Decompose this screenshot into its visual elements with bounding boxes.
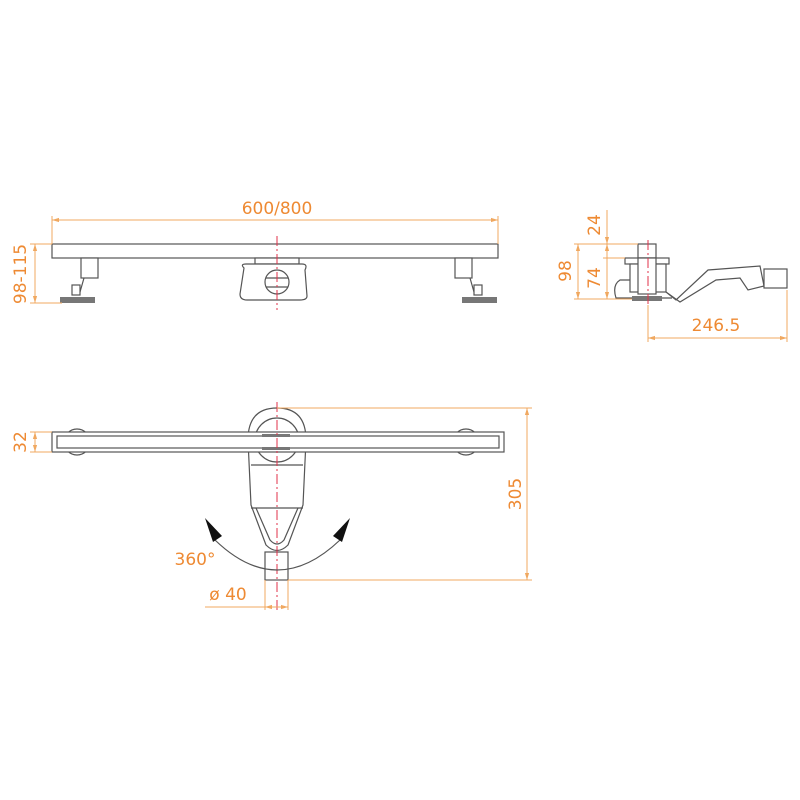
channel-width-dimension: 32 <box>11 431 31 453</box>
length-dimension: 246.5 <box>692 316 741 336</box>
left-leg <box>60 257 99 303</box>
rotation-label: 360° <box>175 550 216 570</box>
front-view: 600/800 98-115 <box>11 199 499 310</box>
top-view: 360° 32 305 ø 40 <box>11 402 532 610</box>
width-dimension: 600/800 <box>242 199 313 219</box>
total-height-dimension: 98 <box>556 260 576 282</box>
rotation-arc <box>214 539 341 571</box>
top-dimension: 24 <box>585 214 605 236</box>
body-dimension: 74 <box>585 267 605 289</box>
height-dimension: 98-115 <box>11 244 31 304</box>
rotation-arrow-right-icon <box>333 518 350 542</box>
drain-channel-top <box>51 431 505 453</box>
right-leg <box>454 257 497 303</box>
outlet-diameter-dimension: ø 40 <box>209 585 246 605</box>
siphon-front <box>239 257 308 301</box>
drain-channel-front <box>51 243 499 259</box>
depth-dimension: 305 <box>506 478 526 510</box>
rotation-arrow-left-icon <box>205 518 222 542</box>
side-view: 24 74 98 246.5 <box>556 210 788 342</box>
